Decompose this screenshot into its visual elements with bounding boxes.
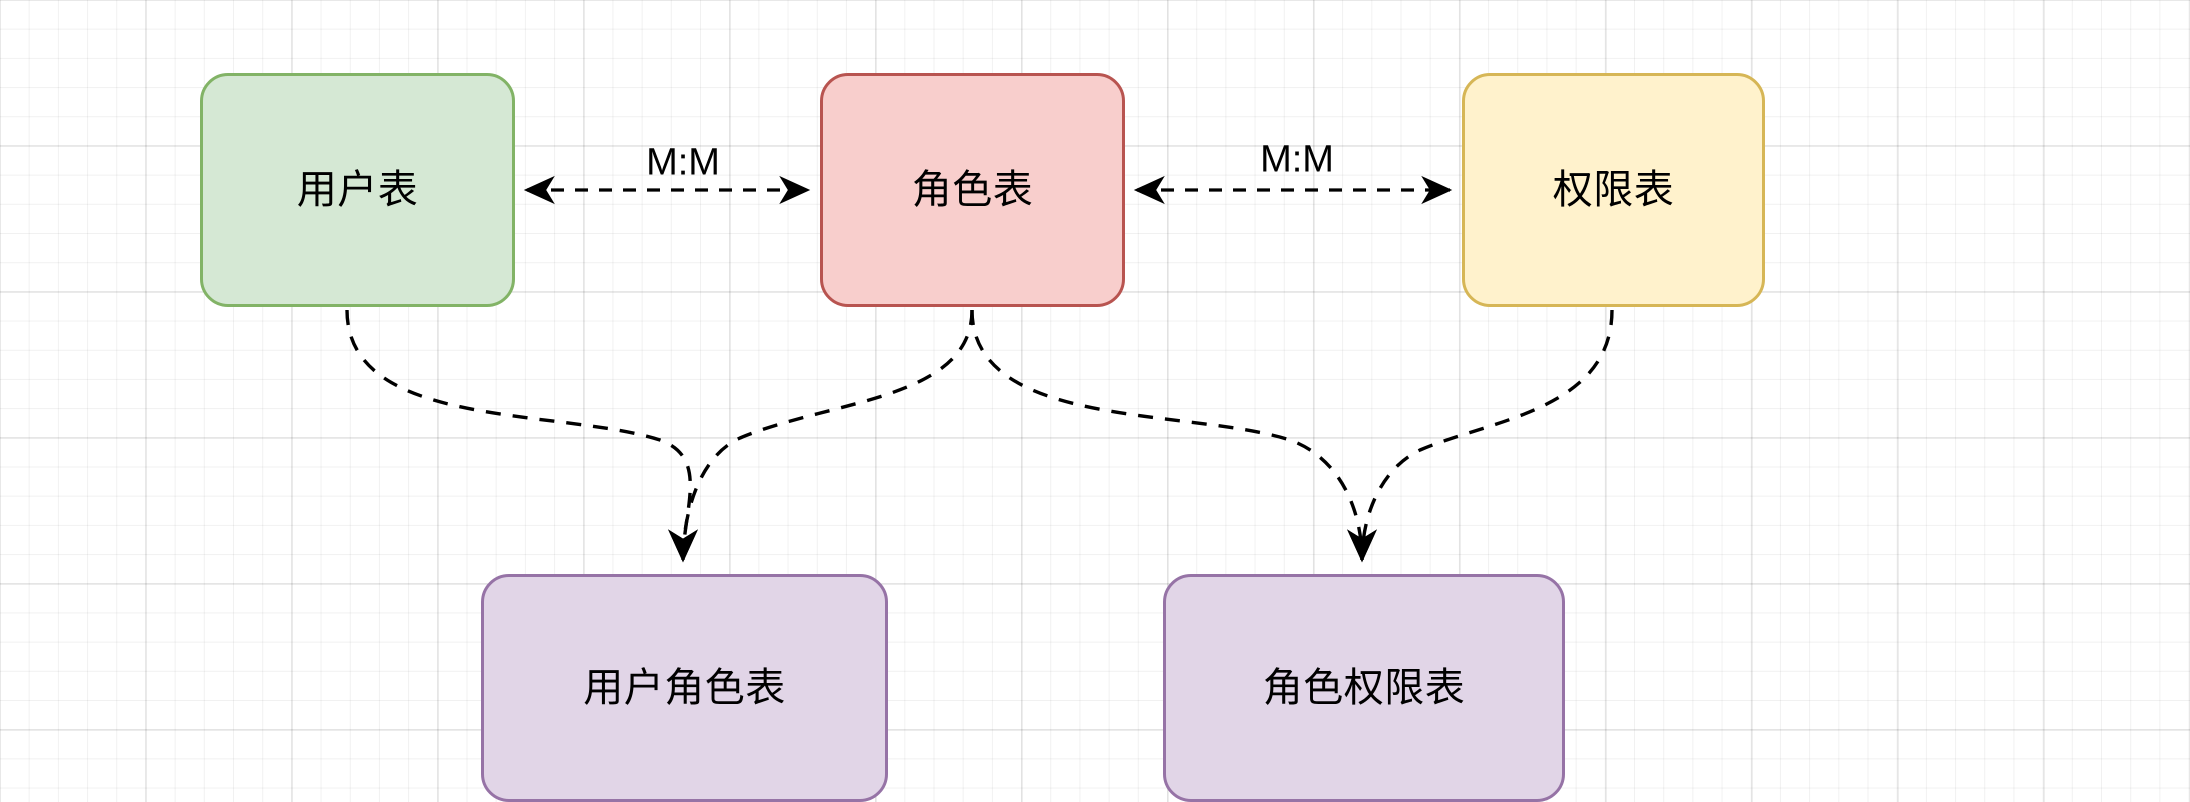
node-user-role-table[interactable]: 用户角色表 [481,574,888,802]
edge-label-user-role: M:M [646,141,720,184]
edge-permission-to-rolepermission[interactable] [1347,309,1614,563]
edge-role-to-userrole[interactable] [668,309,974,563]
node-user-role-table-label: 用户角色表 [583,666,786,710]
edge-user-to-userrole[interactable] [345,309,698,563]
node-role-permission-table[interactable]: 角色权限表 [1163,574,1565,802]
edge-role-to-rolepermission[interactable] [970,309,1377,563]
node-permission-table-label: 权限表 [1552,168,1675,212]
node-role-permission-table-label: 角色权限表 [1262,666,1466,710]
node-role-table[interactable]: 角色表 [820,73,1125,307]
node-permission-table[interactable]: 权限表 [1462,73,1765,307]
node-user-table[interactable]: 用户表 [200,73,515,307]
node-user-table-label: 用户表 [296,168,419,212]
edge-label-role-permission: M:M [1260,138,1334,181]
node-role-table-label: 角色表 [911,168,1034,212]
